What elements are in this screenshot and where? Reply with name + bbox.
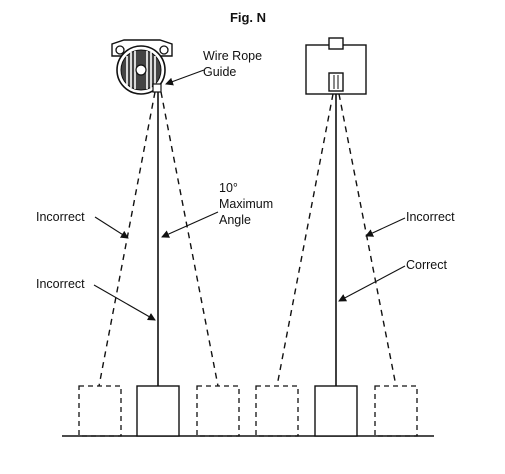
right-load-dashed-right — [374, 385, 418, 437]
left-load-center — [136, 385, 180, 437]
right-rope-incorrect-right — [338, 93, 397, 387]
left-rope-incorrect-right — [160, 91, 219, 387]
right-setup: Incorrect Correct — [255, 37, 455, 437]
left-incorrect-upper-label: Incorrect — [36, 210, 85, 224]
right-incorrect-label: Incorrect — [406, 210, 455, 224]
left-load-dashed-right — [196, 385, 240, 437]
wire-rope-guide-arrow — [165, 69, 205, 86]
wire-rope-guide-label-line1: Wire Rope — [203, 49, 262, 63]
figure-title: Fig. N — [230, 10, 266, 25]
right-correct-label: Correct — [406, 258, 448, 272]
right-load-center — [314, 385, 358, 437]
left-rope-incorrect-left — [98, 91, 156, 387]
left-incorrect-lower-label: Incorrect — [36, 277, 85, 291]
right-rope-incorrect-left — [276, 93, 334, 387]
left-incorrect-lower-arrow — [93, 284, 156, 321]
left-incorrect-upper-arrow — [94, 216, 129, 239]
right-load-dashed-left — [255, 385, 299, 437]
right-incorrect-arrow — [365, 217, 406, 237]
max-angle-label-line1: 10° — [219, 181, 238, 195]
max-angle-label-line2: Maximum — [219, 197, 273, 211]
wire-rope-guide-icon — [111, 39, 173, 95]
hoist-housing-icon — [305, 37, 367, 95]
right-correct-arrow — [338, 265, 406, 302]
max-angle-arrow — [161, 211, 219, 238]
wire-rope-guide-label-line2: Guide — [203, 65, 236, 79]
left-load-dashed-left — [78, 385, 122, 437]
max-angle-label-line3: Angle — [219, 213, 251, 227]
left-setup: Wire Rope Guide 10° Maximum Angle Incorr… — [36, 39, 273, 437]
